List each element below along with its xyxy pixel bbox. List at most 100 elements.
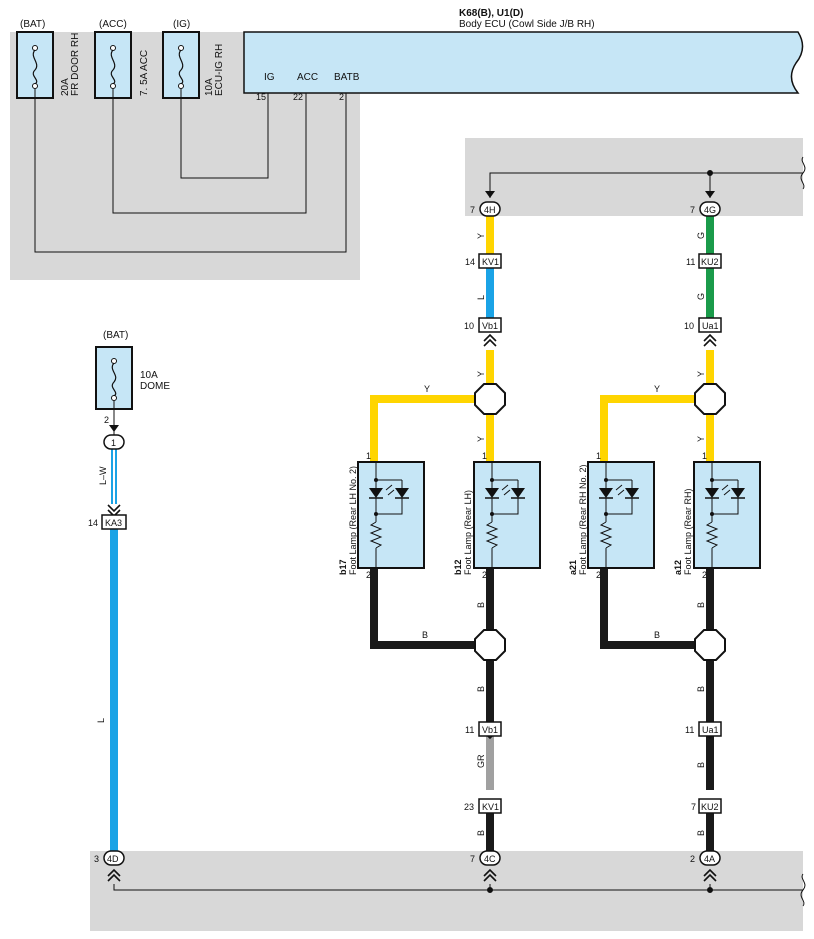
wire-label: Y bbox=[696, 436, 706, 442]
fuse-acc: (ACC) 7. 5A ACC bbox=[94, 19, 150, 99]
fuse-fr-door-rh: (BAT) 20A FR DOOR RH bbox=[16, 19, 81, 99]
lamp-name-a12: Foot Lamp (Rear RH) bbox=[683, 488, 693, 575]
ecu-subtitle: Body ECU (Cowl Side J/B RH) bbox=[459, 19, 595, 30]
connector-Ua1-top: Ua1 10 bbox=[684, 317, 722, 333]
connector-4A: 4A 2 bbox=[690, 850, 721, 866]
connector-pin: 11 bbox=[685, 725, 694, 735]
ecu-pin-22: 22 bbox=[293, 92, 303, 102]
wire-label: Y bbox=[424, 384, 430, 394]
lamp-a12: 1 2 bbox=[693, 451, 761, 580]
wire-label: B bbox=[696, 602, 706, 608]
connector-4H: 4H 7 bbox=[470, 201, 501, 217]
ecu-title: K68(B), U1(D) bbox=[459, 8, 523, 19]
connector-4C: 4C 7 bbox=[470, 850, 501, 866]
fuse-name: FR DOOR RH bbox=[70, 33, 81, 96]
wire-label: B bbox=[696, 830, 706, 836]
fuse-ecu-wires bbox=[34, 89, 347, 253]
junction-y-rh bbox=[694, 383, 726, 415]
wire-y-branch-lh bbox=[370, 395, 476, 462]
wire-label: G bbox=[696, 232, 706, 239]
connector-pin: 7 bbox=[470, 854, 475, 864]
dome-fuse: (BAT) 10A DOME 2 bbox=[95, 330, 170, 425]
connector-Ua1-bot: Ua1 11 bbox=[685, 721, 722, 737]
lamp-a21: 1 2 bbox=[587, 451, 655, 580]
connector-id: Vb1 bbox=[482, 321, 498, 331]
connector-id: KU2 bbox=[701, 802, 719, 812]
lamp-pin-top: 1 bbox=[366, 451, 371, 461]
wire-y-1 bbox=[486, 216, 494, 254]
wire-b-branch-rh bbox=[600, 567, 696, 649]
connector-id: 4A bbox=[704, 854, 715, 864]
connector-Vb1-bot: Vb1 11 bbox=[465, 721, 502, 737]
bottom-bus bbox=[113, 873, 806, 907]
junction-y-lh bbox=[474, 383, 506, 415]
wire-lw: L–W bbox=[98, 448, 117, 504]
wire-label-l: L bbox=[96, 718, 106, 723]
wire-y-branch-rh bbox=[600, 395, 696, 462]
wire-b-3 bbox=[486, 813, 494, 853]
lamp-code-b17: b17 bbox=[338, 559, 348, 575]
arrowheads bbox=[485, 191, 715, 198]
connector-pin: 7 bbox=[690, 205, 695, 215]
wire-l-long bbox=[110, 525, 118, 853]
wire-b-7 bbox=[706, 813, 714, 853]
lamp-pin-top: 1 bbox=[596, 451, 601, 461]
wire-y-5 bbox=[706, 414, 714, 462]
fuse-ecu-ig-rh: (IG) 10A ECU-IG RH bbox=[162, 19, 225, 99]
connector-pin: 10 bbox=[464, 321, 474, 331]
lamp-pin-bot: 2 bbox=[482, 570, 487, 580]
junction-b-lh bbox=[474, 629, 506, 661]
wire-y-4 bbox=[706, 350, 714, 386]
bottom-panel bbox=[90, 851, 803, 931]
connector-1: 1 bbox=[103, 434, 125, 450]
ecu-pin-2: 2 bbox=[339, 92, 344, 102]
fuse-pin: 2 bbox=[104, 415, 109, 425]
wire-y-2 bbox=[486, 350, 494, 386]
wire-label: GR bbox=[476, 754, 486, 768]
connector-KU2-top: KU2 11 bbox=[686, 253, 722, 269]
wire-gr bbox=[486, 736, 494, 790]
fuse-rating: 10A bbox=[204, 78, 215, 96]
lamp-code-a21: a21 bbox=[568, 560, 578, 575]
connector-pin: 7 bbox=[691, 802, 696, 812]
wire-label: Y bbox=[696, 371, 706, 377]
lamp-code-b12: b12 bbox=[453, 559, 463, 575]
wire-label: B bbox=[476, 686, 486, 692]
connector-pin: 14 bbox=[465, 257, 475, 267]
wire-b-2 bbox=[486, 660, 494, 722]
fuse-source: (BAT) bbox=[103, 330, 128, 341]
wire-g-2 bbox=[706, 268, 714, 318]
connector-id: Ua1 bbox=[702, 321, 719, 331]
connector-id: KA3 bbox=[105, 518, 122, 528]
connector-KU2-bot: KU2 7 bbox=[691, 798, 722, 814]
wire-l-1 bbox=[486, 268, 494, 318]
fuse-rating: 7. 5A ACC bbox=[139, 50, 150, 96]
wire-label: L–W bbox=[98, 466, 108, 485]
wire-label: Y bbox=[476, 371, 486, 377]
wire-label: B bbox=[422, 630, 428, 640]
lamp-b17: 1 2 bbox=[357, 451, 425, 580]
wire-label: B bbox=[476, 602, 486, 608]
wire-b-branch-lh bbox=[370, 567, 476, 649]
wire-label: Y bbox=[654, 384, 660, 394]
connector-id: 4C bbox=[484, 854, 496, 864]
ecu-pin-15: 15 bbox=[256, 92, 266, 102]
junction-b-rh bbox=[694, 629, 726, 661]
connector-id: 4G bbox=[704, 205, 716, 215]
body-ecu: K68(B), U1(D) Body ECU (Cowl Side J/B RH… bbox=[243, 8, 804, 102]
connector-pin: 2 bbox=[690, 854, 695, 864]
wire-label: B bbox=[696, 762, 706, 768]
wire-b-6 bbox=[706, 736, 714, 790]
wire-label: Y bbox=[476, 436, 486, 442]
connector-id: KV1 bbox=[482, 257, 499, 267]
lamp-name-b12: Foot Lamp (Rear LH) bbox=[463, 490, 473, 575]
connector-KA3: KA3 14 bbox=[88, 514, 127, 530]
lamp-name-b17: Foot Lamp (Rear LH No. 2) bbox=[348, 466, 358, 575]
fuse-rating: 10A bbox=[140, 370, 158, 381]
wire-label: B bbox=[654, 630, 660, 640]
wire-label: L bbox=[476, 295, 486, 300]
wire-label: G bbox=[696, 293, 706, 300]
fuse-name: ECU-IG RH bbox=[214, 44, 225, 96]
wire-b-5 bbox=[706, 660, 714, 722]
